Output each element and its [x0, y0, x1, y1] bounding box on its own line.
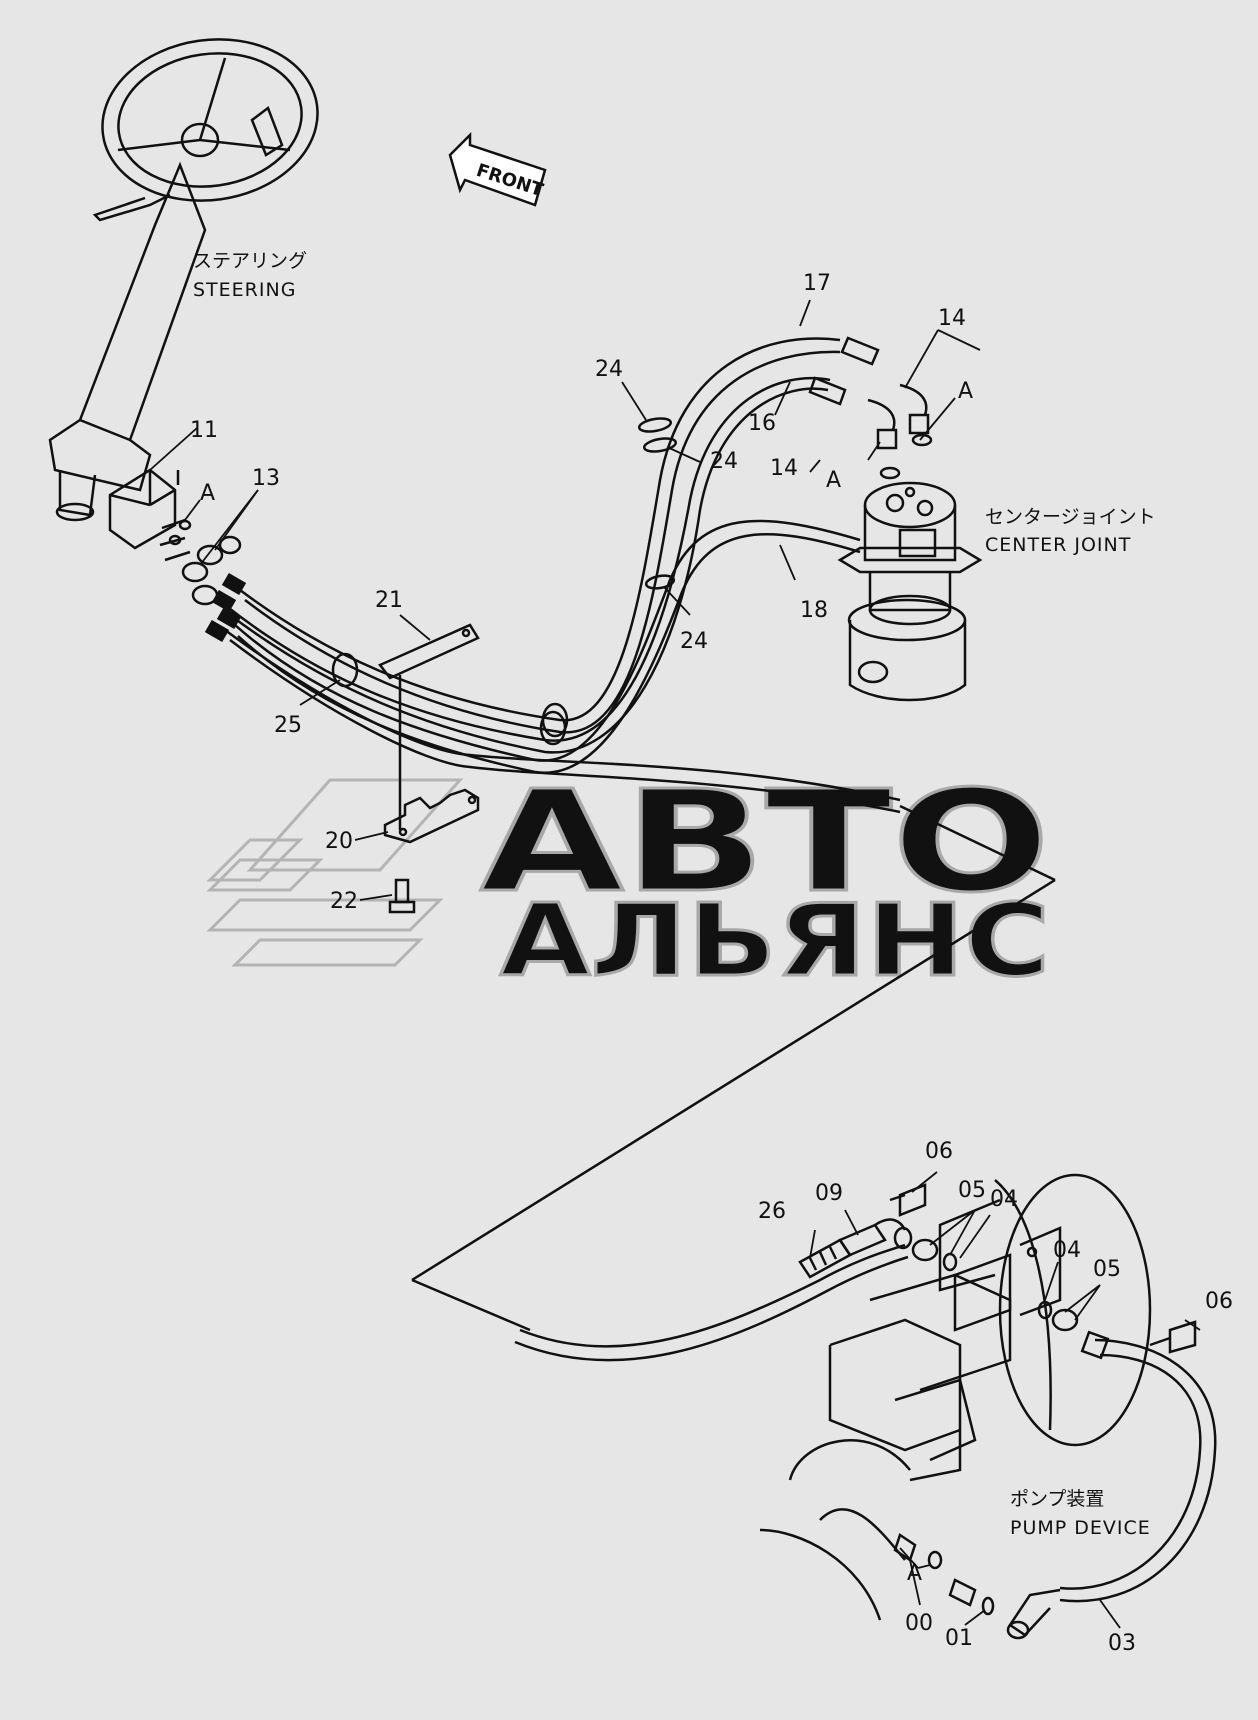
- hose-03: [1006, 1330, 1217, 1640]
- ref-label-a-2: A: [958, 379, 973, 404]
- part-label-17: 17: [803, 271, 831, 296]
- part-label-24-top: 24: [595, 357, 623, 382]
- steering-caption-jp: ステアリング: [193, 250, 307, 272]
- part-label-14-mid: 14: [770, 456, 798, 481]
- center-joint-caption-jp: センタージョイント: [985, 506, 1156, 528]
- part-label-13: 13: [252, 466, 280, 491]
- part-label-04-top: 04: [990, 1187, 1018, 1212]
- fitting-09: [838, 1218, 913, 1257]
- center-joint: [837, 481, 983, 702]
- hose-ends: [204, 572, 247, 643]
- fittings-14: [808, 336, 933, 480]
- pump-caption-en: PUMP DEVICE: [1010, 1517, 1151, 1539]
- fittings-13: [159, 518, 242, 606]
- part-label-00: 00: [905, 1611, 933, 1636]
- part-label-18: 18: [800, 598, 828, 623]
- part-label-22: 22: [330, 889, 358, 914]
- bolt-22: [388, 878, 416, 914]
- ref-label-a-4: A: [907, 1561, 922, 1586]
- center-joint-caption-en: CENTER JOINT: [985, 534, 1131, 556]
- steering-caption-en: STEERING: [193, 279, 296, 301]
- part-label-21: 21: [375, 588, 403, 613]
- watermark-logo: [206, 778, 464, 967]
- part-label-09: 09: [815, 1181, 843, 1206]
- part-label-05-right: 05: [1093, 1257, 1121, 1282]
- part-label-24-mid: 24: [710, 449, 738, 474]
- part-label-04-right: 04: [1053, 1238, 1081, 1263]
- part-label-03: 03: [1108, 1631, 1136, 1656]
- pump-caption-jp: ポンプ装置: [1010, 1488, 1104, 1510]
- watermark-line2: АЛЬЯНС: [500, 882, 1050, 999]
- part-label-25: 25: [274, 713, 302, 738]
- clamps-24: [331, 417, 678, 746]
- steering-assembly: [48, 38, 319, 522]
- long-hose-to-pump: [411, 804, 1056, 1362]
- part-label-06-right: 06: [1205, 1289, 1233, 1314]
- part-label-26: 26: [758, 1199, 786, 1224]
- watermark-line1: АВТО: [480, 761, 1050, 924]
- hose-bundle: [224, 337, 901, 814]
- part-label-20: 20: [325, 829, 353, 854]
- leader-lines: [149, 299, 1201, 1629]
- ref-label-a-3: A: [826, 468, 841, 493]
- part-label-11: 11: [190, 418, 218, 443]
- part-label-16: 16: [748, 411, 776, 436]
- ref-label-a-1: A: [200, 481, 215, 506]
- clamp-plate-20: [383, 788, 480, 844]
- part-label-01: 01: [945, 1626, 973, 1651]
- part-label-06-top: 06: [925, 1139, 953, 1164]
- part-label-14-top: 14: [938, 306, 966, 331]
- bracket-21: [378, 623, 480, 830]
- pump-device: [759, 1173, 1152, 1621]
- part-label-05-top: 05: [958, 1178, 986, 1203]
- part-label-24-low: 24: [680, 629, 708, 654]
